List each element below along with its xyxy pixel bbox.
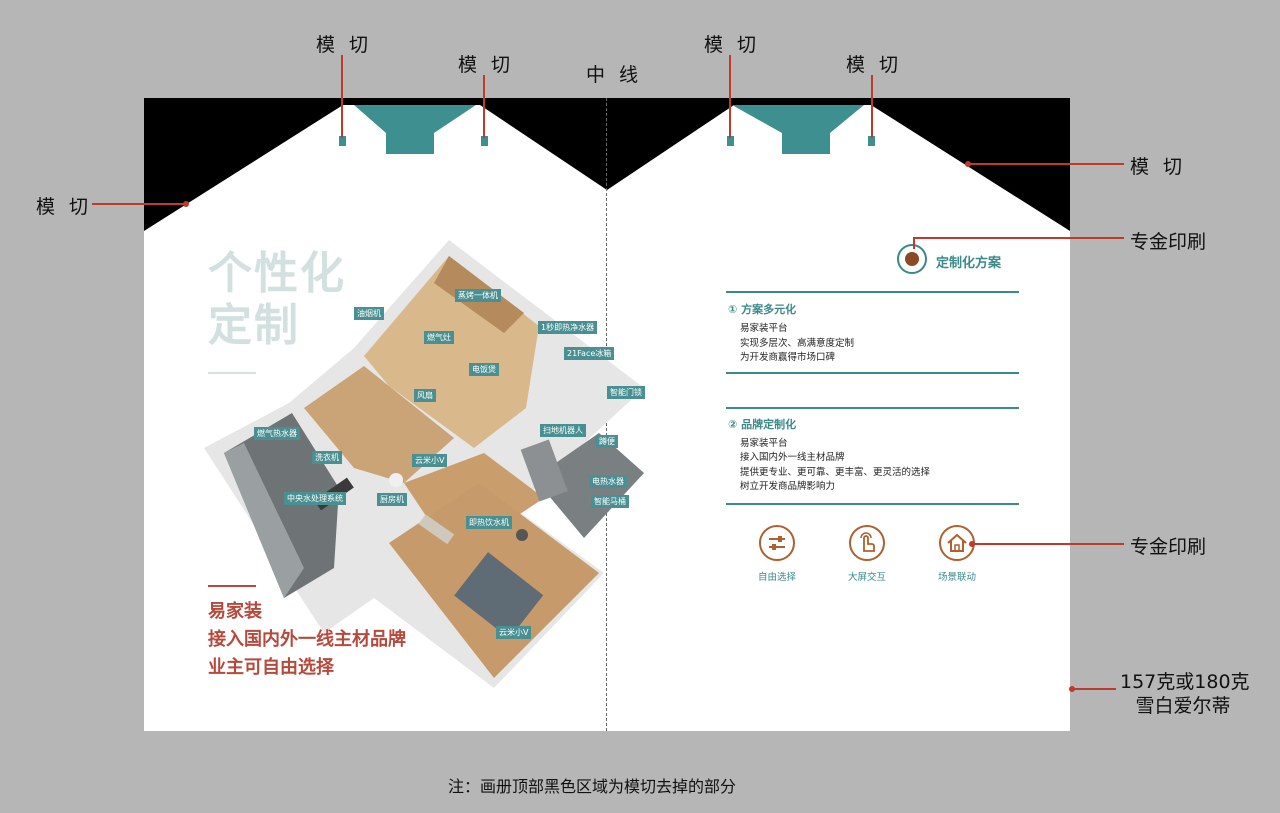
plan-label: 厨房机	[377, 493, 407, 506]
section1-line: 实现多层次、高满意度定制	[740, 338, 855, 349]
plan-label: 扫地机器人	[540, 424, 586, 437]
section1-line: 易家装平台	[740, 323, 788, 334]
slogan-divider	[208, 585, 256, 587]
plan-label: 21Face冰箱	[564, 347, 615, 360]
plan-label: 智能门锁	[607, 386, 645, 399]
plan-label: 燃气热水器	[254, 427, 300, 440]
section1-title: ① 方案多元化	[728, 303, 797, 316]
slogan: 易家装 接入国内外一线主材品牌 业主可自由选择	[208, 598, 406, 682]
brochure-spread: 个性化 定制 蒸烤一体机 油烟机 1秒即热净水器 燃气灶 21Face冰箱 电饭…	[144, 98, 1070, 731]
die-cut-annotation: 模 切	[846, 54, 903, 76]
slogan-line3: 业主可自由选择	[208, 657, 334, 678]
gold-print-badge	[897, 244, 927, 274]
die-cut-annotation: 模 切	[704, 34, 761, 56]
section-rule	[726, 291, 1019, 293]
left-title-line1: 个性化	[208, 248, 346, 299]
feature-label: 大屏交互	[847, 572, 886, 583]
plan-label: 云米小V	[412, 454, 448, 467]
plan-label: 电热水器	[589, 475, 627, 488]
left-title-line2: 定制	[208, 300, 300, 351]
plan-label: 风扇	[414, 389, 436, 402]
leader-line	[483, 75, 485, 138]
slogan-line1: 易家装	[208, 601, 262, 622]
plan-label: 云米小V	[496, 626, 532, 639]
die-cut-area	[144, 98, 1070, 231]
plan-label: 燃气灶	[424, 331, 454, 344]
right-header: 定制化方案	[936, 256, 1002, 271]
teal-tab-left	[354, 105, 476, 154]
plan-label: 蹲便	[596, 435, 618, 448]
leader-dot	[1069, 686, 1075, 692]
footnote: 注：画册顶部黑色区域为模切去掉的部分	[448, 777, 737, 796]
paper-spec-annotation: 157克或180克 雪白爱尔蒂	[1120, 670, 1250, 718]
paper-spec-line1: 157克或180克	[1120, 671, 1250, 693]
leader-line	[729, 55, 731, 138]
section2-line: 接入国内外一线主材品牌	[740, 452, 845, 463]
plan-label: 油烟机	[354, 307, 384, 320]
sliders-icon	[759, 525, 795, 561]
section2-line: 提供更专业、更可靠、更丰富、更灵活的选择	[740, 467, 931, 478]
leader-dot	[965, 161, 971, 167]
center-line-annotation: 中 线	[586, 64, 643, 86]
die-cut-annotation: 模 切	[316, 34, 373, 56]
leader-line	[914, 237, 1124, 239]
gold-print-annotation: 专金印刷	[1130, 536, 1207, 558]
leader-line	[341, 55, 343, 138]
plan-label: 电饭煲	[469, 363, 499, 376]
section2-line: 树立开发商品牌影响力	[740, 481, 836, 492]
section2-title: ② 品牌定制化	[728, 418, 797, 431]
leader-dot	[183, 201, 189, 207]
gold-print-annotation: 专金印刷	[1130, 231, 1207, 253]
plan-label: 中央水处理系统	[284, 492, 346, 505]
leader-line	[92, 203, 186, 205]
leader-line	[1072, 688, 1116, 690]
leader-line	[972, 543, 1124, 545]
plan-label: 蒸烤一体机	[455, 289, 501, 302]
section2-line: 易家装平台	[740, 438, 788, 449]
leader-line	[871, 75, 873, 138]
touch-hand-icon	[849, 525, 885, 561]
feature-label: 场景联动	[937, 572, 976, 583]
title-divider	[208, 372, 256, 374]
leader-dot	[969, 541, 975, 547]
plan-label: 即热饮水机	[466, 516, 512, 529]
leader-line	[968, 163, 1124, 165]
die-cut-annotation: 模 切	[1130, 156, 1187, 178]
leader-line	[913, 237, 915, 249]
section-rule	[726, 372, 1019, 374]
paper-spec-line2: 雪白爱尔蒂	[1135, 695, 1231, 717]
plan-label: 1秒即热净水器	[538, 321, 598, 334]
die-cut-annotation: 模 切	[458, 54, 515, 76]
section-rule	[726, 407, 1019, 409]
teal-tab-right	[732, 105, 864, 154]
slogan-line2: 接入国内外一线主材品牌	[208, 629, 406, 650]
feature-label: 自由选择	[757, 572, 796, 583]
plan-label: 洗衣机	[312, 451, 342, 464]
section1-line: 为开发商赢得市场口碑	[740, 352, 836, 363]
plan-label: 智能马桶	[591, 495, 629, 508]
die-cut-annotation: 模 切	[36, 196, 93, 218]
section-rule	[726, 503, 1019, 505]
